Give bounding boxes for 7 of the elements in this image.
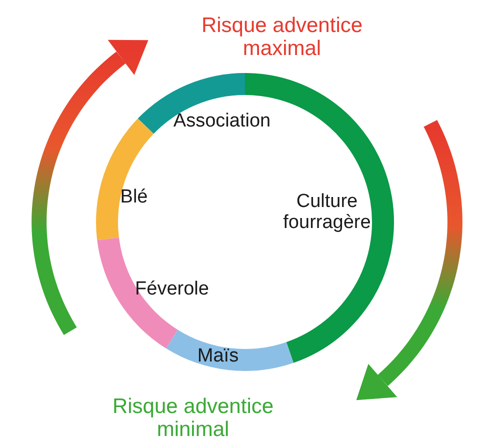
crop-label: Culture fourragère [277, 192, 377, 234]
crop-label: Féverole [135, 280, 209, 300]
risk-label: Risque adventice maximal [200, 14, 364, 60]
risk-label: Risque adventice minimal [111, 394, 275, 442]
crop-label: Blé [120, 188, 148, 208]
crop-label: Association [173, 112, 271, 132]
crop-label: Maïs [197, 346, 239, 368]
